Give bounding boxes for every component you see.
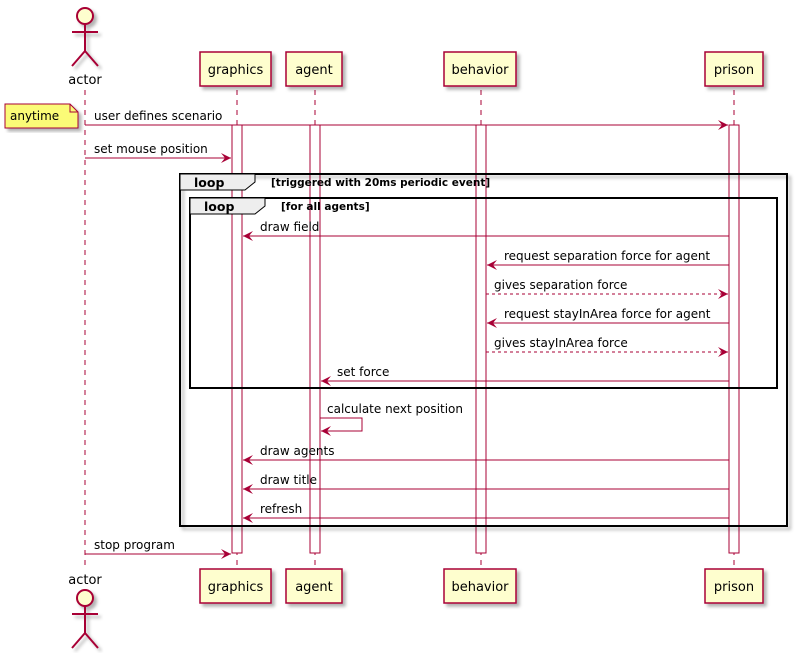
- actor-label: actor: [68, 73, 102, 88]
- actor-stick-figure: [71, 589, 99, 649]
- outer-loop-keyword: loop: [194, 175, 224, 190]
- participant-label: graphics: [208, 580, 264, 595]
- participant-graphics-top: graphics: [199, 51, 272, 87]
- message-label: draw agents: [260, 444, 334, 458]
- messages: [85, 120, 729, 559]
- message-labels: user defines scenario set mouse position…: [94, 109, 711, 552]
- participant-prison-top: prison: [704, 51, 764, 87]
- actor-stick-figure: [71, 7, 99, 67]
- outer-loop-frame: loop [triggered with 20ms periodic event…: [179, 173, 788, 527]
- inner-loop-condition: [for all agents]: [281, 201, 370, 213]
- note-anytime: anytime: [4, 103, 79, 129]
- message-label: refresh: [260, 502, 302, 516]
- message-label: draw title: [260, 473, 317, 487]
- message-label: request separation force for agent: [504, 249, 710, 263]
- participant-graphics-bottom: graphics: [199, 568, 272, 604]
- actor-bottom: actor: [68, 573, 102, 649]
- actor-top: actor: [68, 7, 102, 88]
- inner-loop-keyword: loop: [204, 199, 234, 214]
- participant-label: agent: [295, 580, 333, 595]
- participant-prison-bottom: prison: [704, 568, 764, 604]
- message-label: draw field: [260, 220, 319, 234]
- message-label: calculate next position: [327, 402, 463, 416]
- participant-label: prison: [714, 63, 754, 78]
- participant-behavior-top: behavior: [443, 51, 517, 87]
- note-text: anytime: [10, 109, 59, 123]
- message-label: request stayInArea force for agent: [504, 307, 711, 321]
- lifelines: [84, 90, 735, 568]
- participant-label: behavior: [451, 63, 509, 78]
- message-label: stop program: [94, 538, 175, 552]
- participant-behavior-bottom: behavior: [443, 568, 517, 604]
- participant-label: agent: [295, 63, 333, 78]
- self-message-arrow: [320, 417, 363, 436]
- message-label: user defines scenario: [94, 109, 222, 123]
- participant-agent-bottom: agent: [285, 568, 343, 604]
- message-label: gives stayInArea force: [494, 336, 628, 350]
- actor-label: actor: [68, 573, 102, 588]
- participant-label: behavior: [451, 580, 509, 595]
- participant-agent-top: agent: [285, 51, 343, 87]
- message-label: gives separation force: [494, 278, 627, 292]
- participant-label: prison: [714, 580, 754, 595]
- message-label: set mouse position: [94, 142, 208, 156]
- outer-loop-condition: [triggered with 20ms periodic event]: [271, 177, 490, 189]
- inner-loop-frame: loop [for all agents]: [189, 197, 778, 389]
- prison-activation: [728, 124, 740, 554]
- participant-label: graphics: [208, 63, 264, 78]
- message-label: set force: [337, 365, 389, 379]
